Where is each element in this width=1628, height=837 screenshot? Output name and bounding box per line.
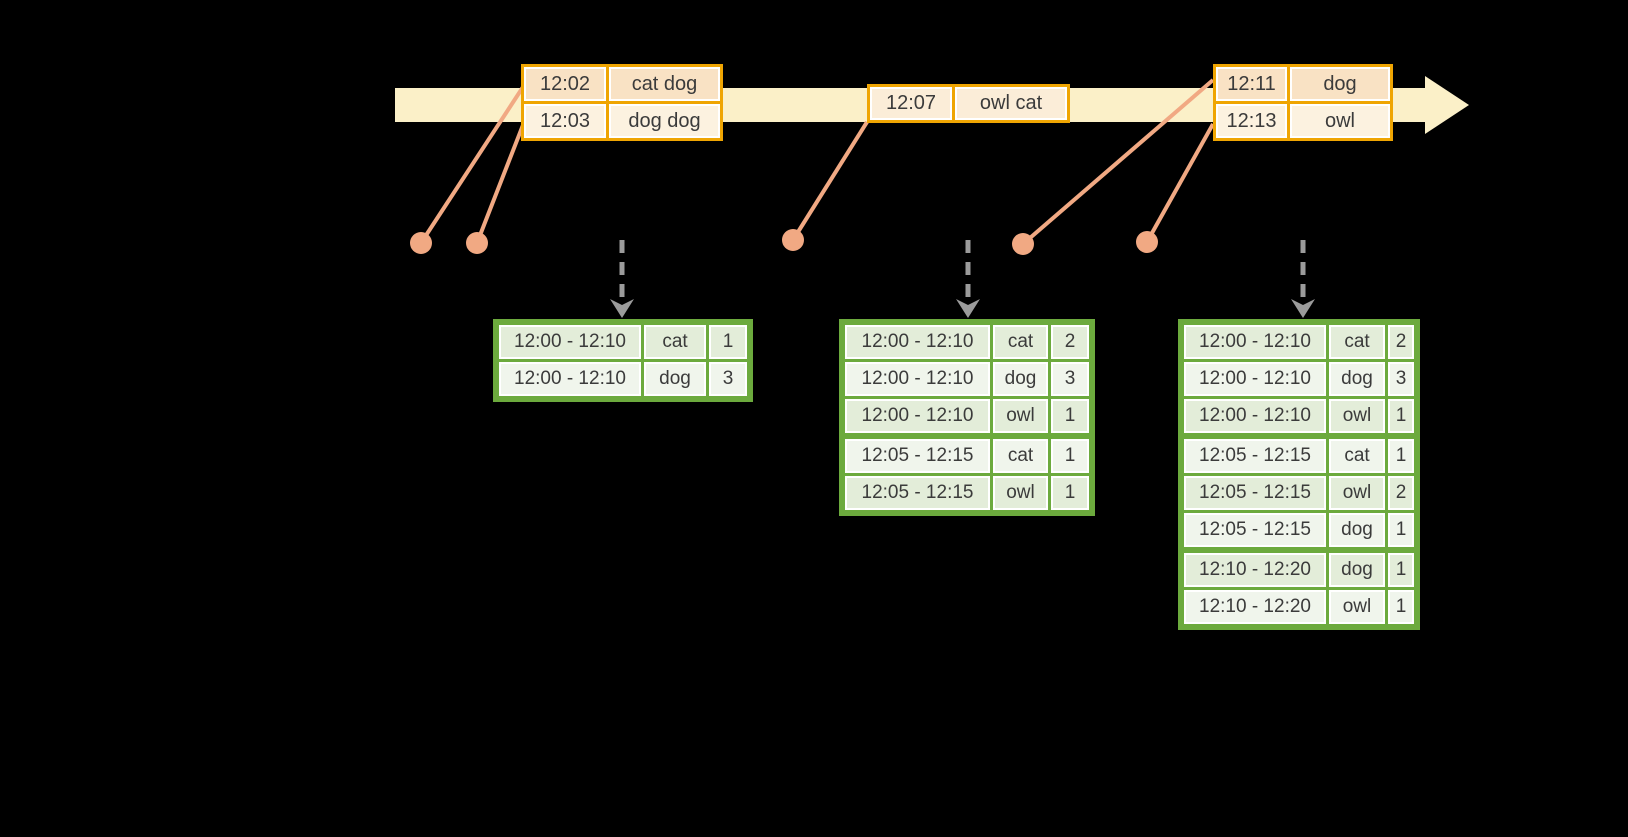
- result-row: 12:00 - 12:10 owl 1: [845, 399, 1089, 433]
- event-words-cell: dog dog: [609, 104, 720, 138]
- window-cell: 12:05 - 12:15: [845, 439, 990, 473]
- window-group: 12:00 - 12:10 cat 2 12:00 - 12:10 dog 3 …: [845, 325, 1089, 433]
- result-row: 12:00 - 12:10 dog 3: [499, 362, 747, 396]
- result-row: 12:05 - 12:15 owl 2: [1184, 476, 1414, 510]
- result-table-1: 12:00 - 12:10 cat 1 12:00 - 12:10 dog 3: [493, 319, 753, 402]
- word-cell: owl: [1329, 476, 1385, 510]
- window-cell: 12:00 - 12:10: [845, 399, 990, 433]
- word-cell: dog: [1329, 513, 1385, 547]
- window-group: 12:00 - 12:10 cat 2 12:00 - 12:10 dog 3 …: [1184, 325, 1414, 433]
- result-row: 12:00 - 12:10 cat 1: [499, 325, 747, 359]
- word-cell: dog: [1329, 362, 1385, 396]
- window-cell: 12:00 - 12:10: [499, 362, 641, 396]
- word-cell: owl: [993, 476, 1048, 510]
- word-cell: cat: [1329, 439, 1385, 473]
- word-cell: owl: [1329, 399, 1385, 433]
- count-cell: 3: [709, 362, 747, 396]
- word-cell: cat: [993, 439, 1048, 473]
- result-table-2: 12:00 - 12:10 cat 2 12:00 - 12:10 dog 3 …: [839, 319, 1095, 516]
- result-table-3: 12:00 - 12:10 cat 2 12:00 - 12:10 dog 3 …: [1178, 319, 1420, 630]
- window-cell: 12:05 - 12:15: [1184, 513, 1326, 547]
- event-time-cell: 12:03: [524, 104, 606, 138]
- count-cell: 2: [1388, 476, 1414, 510]
- event-table-2: 12:07 owl cat: [867, 84, 1070, 123]
- count-cell: 1: [1388, 553, 1414, 587]
- event-words-cell: owl: [1290, 104, 1390, 138]
- window-cell: 12:05 - 12:15: [1184, 439, 1326, 473]
- event-marker-dot: [1012, 233, 1034, 255]
- window-cell: 12:00 - 12:10: [1184, 325, 1326, 359]
- timeline-arrowhead-icon: [1425, 76, 1469, 134]
- event-marker-dots: [410, 229, 1158, 255]
- event-connector-line: [475, 124, 525, 244]
- event-words-cell: cat dog: [609, 67, 720, 101]
- window-cell: 12:10 - 12:20: [1184, 590, 1326, 624]
- count-cell: 1: [1388, 513, 1414, 547]
- window-group: 12:00 - 12:10 cat 1 12:00 - 12:10 dog 3: [499, 325, 747, 396]
- window-cell: 12:05 - 12:15: [845, 476, 990, 510]
- count-cell: 2: [1388, 325, 1414, 359]
- result-row: 12:00 - 12:10 owl 1: [1184, 399, 1414, 433]
- window-cell: 12:00 - 12:10: [1184, 362, 1326, 396]
- count-cell: 1: [1388, 399, 1414, 433]
- event-marker-dot: [1136, 231, 1158, 253]
- trigger-arrowhead-icon: [956, 299, 980, 318]
- window-group: 12:05 - 12:15 cat 1 12:05 - 12:15 owl 1: [845, 439, 1089, 510]
- word-cell: cat: [1329, 325, 1385, 359]
- count-cell: 1: [1051, 476, 1089, 510]
- result-row: 12:05 - 12:15 cat 1: [1184, 439, 1414, 473]
- event-connector-line: [419, 85, 525, 245]
- event-connector-line: [1021, 78, 1215, 246]
- word-cell: cat: [644, 325, 706, 359]
- event-table-3: 12:11 dog 12:13 owl: [1213, 64, 1393, 141]
- window-cell: 12:10 - 12:20: [1184, 553, 1326, 587]
- count-cell: 1: [1051, 439, 1089, 473]
- window-group: 12:10 - 12:20 dog 1 12:10 - 12:20 owl 1: [1184, 553, 1414, 624]
- event-connector-line: [1145, 123, 1215, 243]
- trigger-arrows: [610, 240, 1315, 318]
- window-cell: 12:00 - 12:10: [1184, 399, 1326, 433]
- result-row: 12:05 - 12:15 owl 1: [845, 476, 1089, 510]
- count-cell: 1: [709, 325, 747, 359]
- event-table-1: 12:02 cat dog 12:03 dog dog: [521, 64, 723, 141]
- count-cell: 1: [1388, 439, 1414, 473]
- result-row: 12:05 - 12:15 dog 1: [1184, 513, 1414, 547]
- result-row: 12:00 - 12:10 cat 2: [845, 325, 1089, 359]
- event-time-cell: 12:02: [524, 67, 606, 101]
- result-row: 12:00 - 12:10 cat 2: [1184, 325, 1414, 359]
- event-connector-lines: [419, 78, 1215, 246]
- count-cell: 2: [1051, 325, 1089, 359]
- word-cell: cat: [993, 325, 1048, 359]
- window-group: 12:05 - 12:15 cat 1 12:05 - 12:15 owl 2 …: [1184, 439, 1414, 547]
- event-marker-dot: [782, 229, 804, 251]
- result-row: 12:10 - 12:20 dog 1: [1184, 553, 1414, 587]
- count-cell: 1: [1388, 590, 1414, 624]
- event-time-cell: 12:11: [1216, 67, 1287, 101]
- word-cell: dog: [993, 362, 1048, 396]
- result-row: 12:05 - 12:15 cat 1: [845, 439, 1089, 473]
- event-time-cell: 12:07: [870, 87, 952, 120]
- count-cell: 3: [1051, 362, 1089, 396]
- window-cell: 12:00 - 12:10: [845, 362, 990, 396]
- event-marker-dot: [410, 232, 432, 254]
- event-words-cell: dog: [1290, 67, 1390, 101]
- window-cell: 12:00 - 12:10: [845, 325, 990, 359]
- event-time-cell: 12:13: [1216, 104, 1287, 138]
- event-marker-dot: [466, 232, 488, 254]
- result-row: 12:10 - 12:20 owl 1: [1184, 590, 1414, 624]
- word-cell: owl: [1329, 590, 1385, 624]
- event-connector-line: [791, 120, 869, 242]
- count-cell: 3: [1388, 362, 1414, 396]
- trigger-arrowhead-icon: [610, 299, 634, 318]
- trigger-arrowhead-icon: [1291, 299, 1315, 318]
- event-words-cell: owl cat: [955, 87, 1067, 120]
- word-cell: owl: [993, 399, 1048, 433]
- result-row: 12:00 - 12:10 dog 3: [1184, 362, 1414, 396]
- word-cell: dog: [1329, 553, 1385, 587]
- word-cell: dog: [644, 362, 706, 396]
- count-cell: 1: [1051, 399, 1089, 433]
- window-cell: 12:05 - 12:15: [1184, 476, 1326, 510]
- window-cell: 12:00 - 12:10: [499, 325, 641, 359]
- result-row: 12:00 - 12:10 dog 3: [845, 362, 1089, 396]
